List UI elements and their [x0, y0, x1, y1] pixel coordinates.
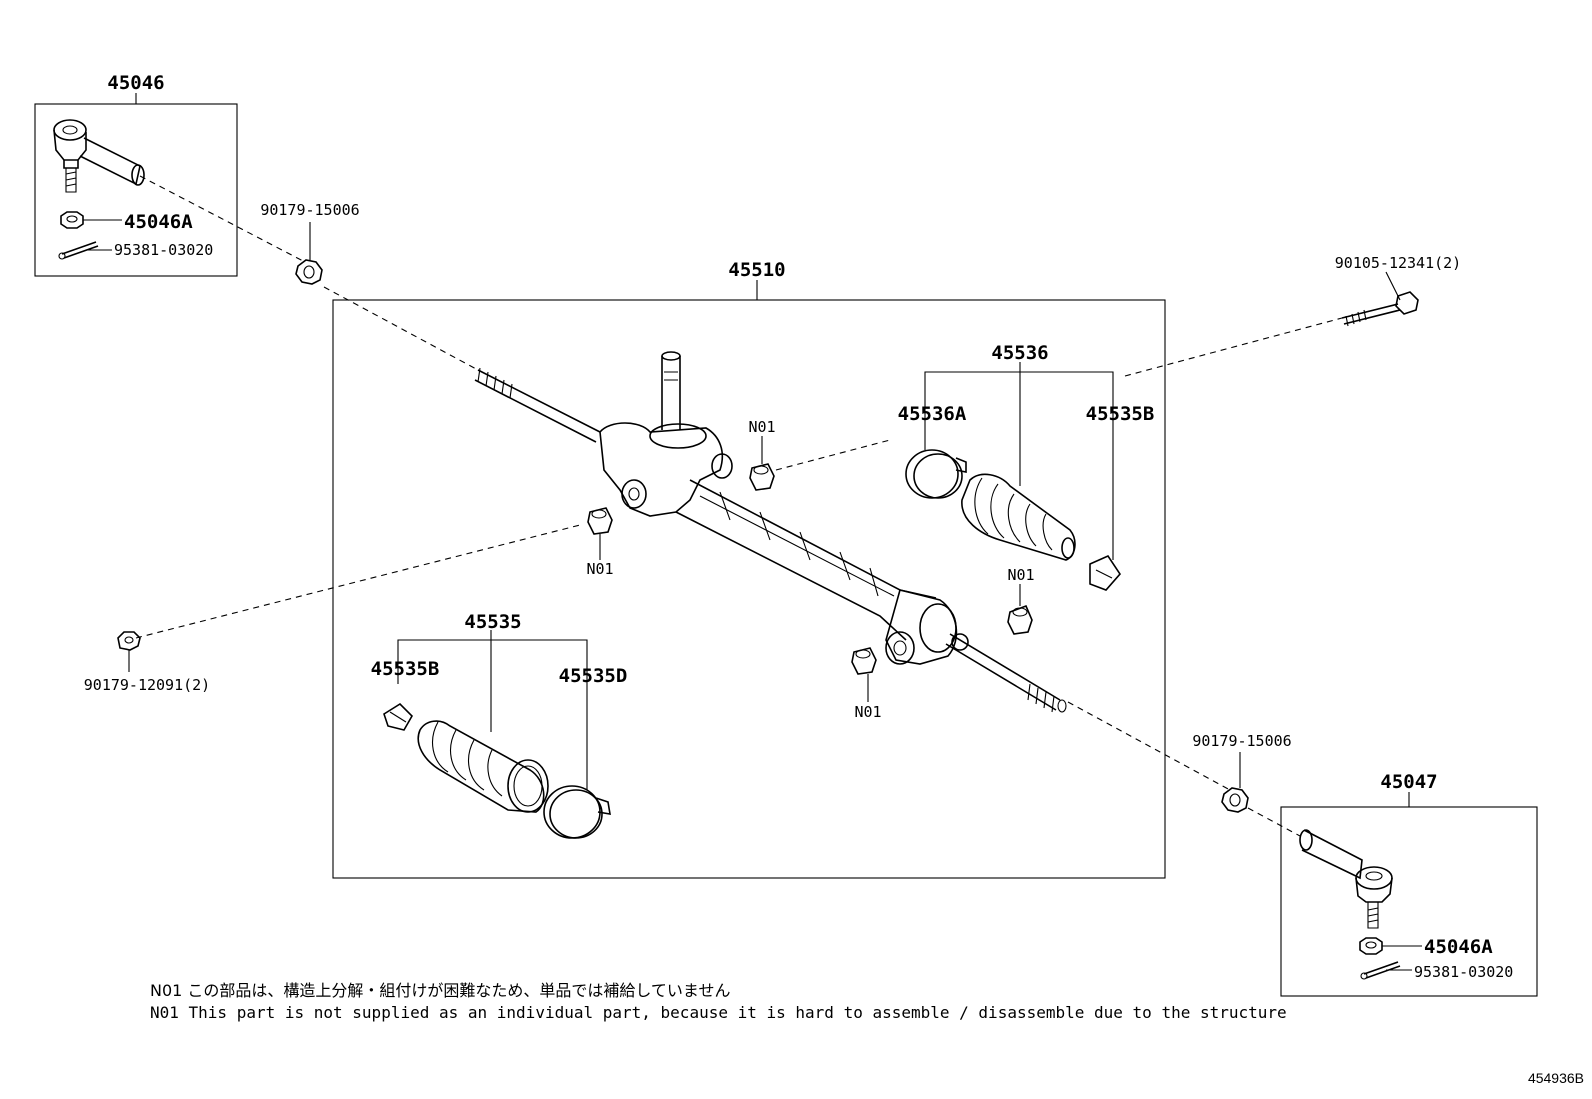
gear-assembly-frame	[332, 299, 1166, 879]
cotter-pin-lh-illustration	[58, 241, 112, 260]
label-lock-nut-rh: 90179-15006	[1192, 732, 1291, 750]
label-cotter-pin-rh: 95381-03020	[1414, 963, 1513, 981]
lock-nut-lh-illustration	[295, 222, 323, 285]
note-japanese: N01 この部品は、構造上分解・組付けが困難なため、単品では補給していません	[150, 981, 731, 1000]
lock-nut-rh-illustration	[1221, 752, 1249, 813]
mount-nut-illustration	[117, 631, 141, 672]
label-nut-lh: 45046A	[124, 211, 193, 233]
cotter-pin-rh-illustration	[1360, 961, 1412, 980]
tie-rod-end-rh-illustration	[1299, 829, 1393, 929]
label-lock-nut-lh: 90179-15006	[260, 201, 359, 219]
label-clamp-lh: 45535D	[559, 665, 628, 687]
label-clip-rh: 45535B	[1086, 403, 1155, 425]
label-n01-c: N01	[1007, 566, 1034, 584]
label-gear-assembly: 45510	[728, 259, 785, 281]
label-tie-rod-end-rh: 45047	[1380, 771, 1437, 793]
boot-rh-illustration	[961, 473, 1076, 561]
label-cotter-pin-lh: 95381-03020	[114, 241, 213, 259]
n01-bushing-d-illustration	[851, 647, 877, 702]
nut-rh-illustration	[1359, 937, 1422, 955]
tie-rod-end-lh-illustration	[53, 119, 145, 193]
clip-rh-illustration	[1089, 554, 1122, 591]
label-boot-kit-lh: 45535	[464, 611, 521, 633]
label-tie-rod-end-lh: 45046	[107, 72, 164, 94]
note-english: N01 This part is not supplied as an indi…	[150, 1003, 1287, 1022]
label-clamp-rh: 45536A	[898, 403, 967, 425]
clip-lh-illustration	[383, 702, 413, 731]
label-nut-rh: 45046A	[1424, 936, 1493, 958]
label-bolt: 90105-12341(2)	[1335, 254, 1461, 272]
nut-lh-illustration	[60, 211, 122, 229]
clamp-lh-illustration	[543, 785, 611, 839]
clamp-rh-illustration	[905, 449, 967, 499]
label-n01-d: N01	[854, 703, 881, 721]
steering-rack-illustration	[474, 351, 1067, 713]
label-mount-nut: 90179-12091(2)	[84, 676, 210, 694]
n01-bushing-c-illustration	[1007, 584, 1033, 635]
label-n01-b: N01	[586, 560, 613, 578]
boot-kit-lh-brackets	[397, 630, 588, 790]
bolt-illustration	[1341, 271, 1419, 327]
illustration-id: 454936B	[1527, 1070, 1584, 1086]
n01-bushing-b-illustration	[587, 507, 613, 560]
boot-lh-illustration	[417, 720, 549, 813]
label-n01-a: N01	[748, 418, 775, 436]
n01-bushing-a-illustration	[749, 436, 775, 491]
label-boot-kit-rh: 45536	[991, 342, 1048, 364]
boot-kit-rh-brackets	[924, 362, 1114, 560]
label-clip-lh: 45535B	[371, 658, 440, 680]
